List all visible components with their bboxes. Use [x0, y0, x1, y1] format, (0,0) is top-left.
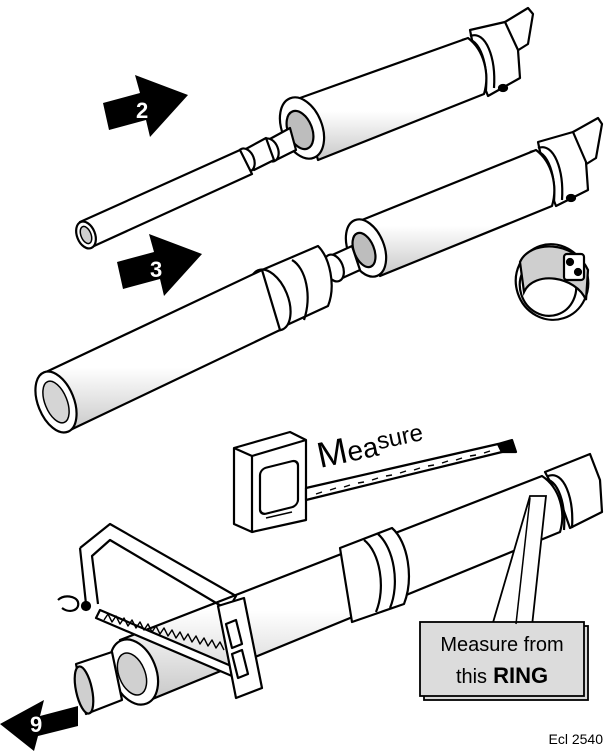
- step-2-arrow-icon: [103, 75, 188, 137]
- step-3-arrow-icon: [117, 234, 202, 296]
- measure-title-part1: ea: [344, 431, 381, 468]
- middle-flue-assembly: [34, 116, 604, 434]
- upper-inner-tube: [78, 148, 254, 248]
- step-9-arrow: 9: [0, 700, 78, 751]
- clamp-ring-icon: [514, 243, 590, 321]
- middle-front-tube: [44, 268, 282, 434]
- upper-outer-tube: [298, 36, 488, 162]
- upper-flue-assembly: [75, 6, 535, 250]
- lower-coupling: [338, 526, 410, 624]
- step-3-label: 3: [150, 257, 162, 282]
- hacksaw-icon: [57, 522, 264, 700]
- step-3-arrow: 3: [117, 234, 202, 296]
- middle-outer-tube: [360, 148, 556, 278]
- step-2-label: 2: [136, 98, 148, 123]
- step-9-arrow-icon: [0, 700, 78, 751]
- step-9-label: 9: [30, 712, 42, 737]
- step-2-arrow: 2: [103, 75, 188, 137]
- callout-line-2-plain: this: [456, 666, 487, 688]
- callout-line-2: this RING: [456, 663, 548, 688]
- measure-title-part2: sure: [374, 419, 425, 455]
- tape-measure-icon: [232, 430, 518, 534]
- measure-callout: Measure from this RING: [419, 495, 589, 701]
- callout-line-1: Measure from: [440, 634, 563, 656]
- figure-reference: Ecl 2540: [549, 731, 604, 747]
- callout-line-2-bold: RING: [493, 663, 548, 688]
